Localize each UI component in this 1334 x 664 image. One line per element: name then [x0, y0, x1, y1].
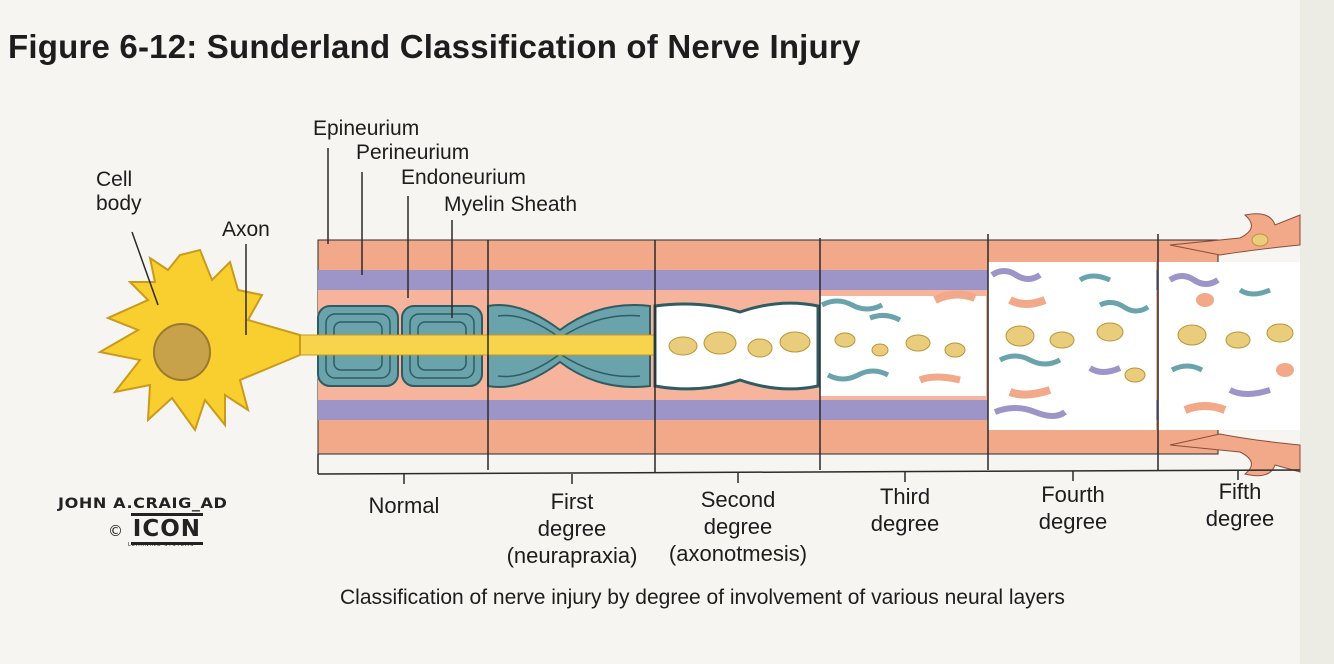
third-degree-region: [820, 290, 986, 396]
stage-first-line2: degree: [537, 516, 607, 541]
copyright-symbol: ©: [108, 522, 123, 540]
stage-second-degree: Second degree (axonotmesis): [658, 486, 818, 567]
epineurium-label: Epineurium: [313, 117, 420, 140]
stage-fifth-line2: degree: [1205, 506, 1275, 531]
stage-fifth-degree: Fifth degree: [1180, 478, 1300, 532]
figure-caption: Classification of nerve injury by degree…: [340, 586, 1065, 609]
cell-body-label: Cell body: [96, 168, 142, 216]
axon-core: [299, 334, 656, 356]
fifth-degree-region: [1158, 213, 1301, 477]
cell-body-label-line2: body: [96, 192, 142, 215]
stage-second-line1: Second: [700, 487, 776, 512]
stage-normal-line1: Normal: [368, 493, 440, 518]
figure-title: Figure 6-12: Sunderland Classification o…: [8, 28, 861, 65]
stage-fourth-line2: degree: [1038, 509, 1108, 534]
neuron-cell-body: [97, 248, 301, 433]
perineurium-band-top: [318, 270, 1178, 290]
cell-body-label-line1: Cell: [96, 168, 133, 191]
fourth-degree-region: [988, 262, 1156, 430]
stage-first-line1: First: [550, 489, 594, 514]
perineurium-label: Perineurium: [356, 141, 470, 164]
axon-label: Axon: [222, 218, 270, 241]
leader-lines: [131, 148, 453, 335]
icon-learning-systems-logo: © ICON LEARNING SYSTEMS: [108, 513, 204, 548]
icon-logo-subtext: LEARNING SYSTEMS: [128, 542, 195, 548]
stage-third-degree: Third degree: [845, 483, 965, 537]
stage-third-line2: degree: [870, 511, 940, 536]
stage-fifth-line1: Fifth: [1218, 479, 1262, 504]
endoneurium-label: Endoneurium: [401, 166, 526, 189]
second-degree-region: [653, 301, 820, 391]
stage-first-line3: (neurapraxia): [506, 543, 638, 568]
artist-credit: JOHN A.CRAIG_AD: [58, 496, 228, 512]
perineurium-band-bottom: [318, 400, 1178, 420]
stage-third-line1: Third: [879, 484, 931, 509]
stage-fourth-degree: Fourth degree: [1013, 481, 1133, 535]
nucleus: [153, 323, 211, 381]
stage-dividers: [317, 234, 1301, 484]
icon-logo-text: ICON: [130, 513, 204, 545]
stage-fourth-line1: Fourth: [1041, 482, 1105, 507]
stage-second-line2: degree: [703, 514, 773, 539]
stage-normal: Normal: [344, 492, 464, 519]
myelin-sheath-label: Myelin Sheath: [444, 193, 578, 216]
stage-first-degree: First degree (neurapraxia): [492, 488, 652, 569]
stage-second-line3: (axonotmesis): [668, 541, 808, 566]
